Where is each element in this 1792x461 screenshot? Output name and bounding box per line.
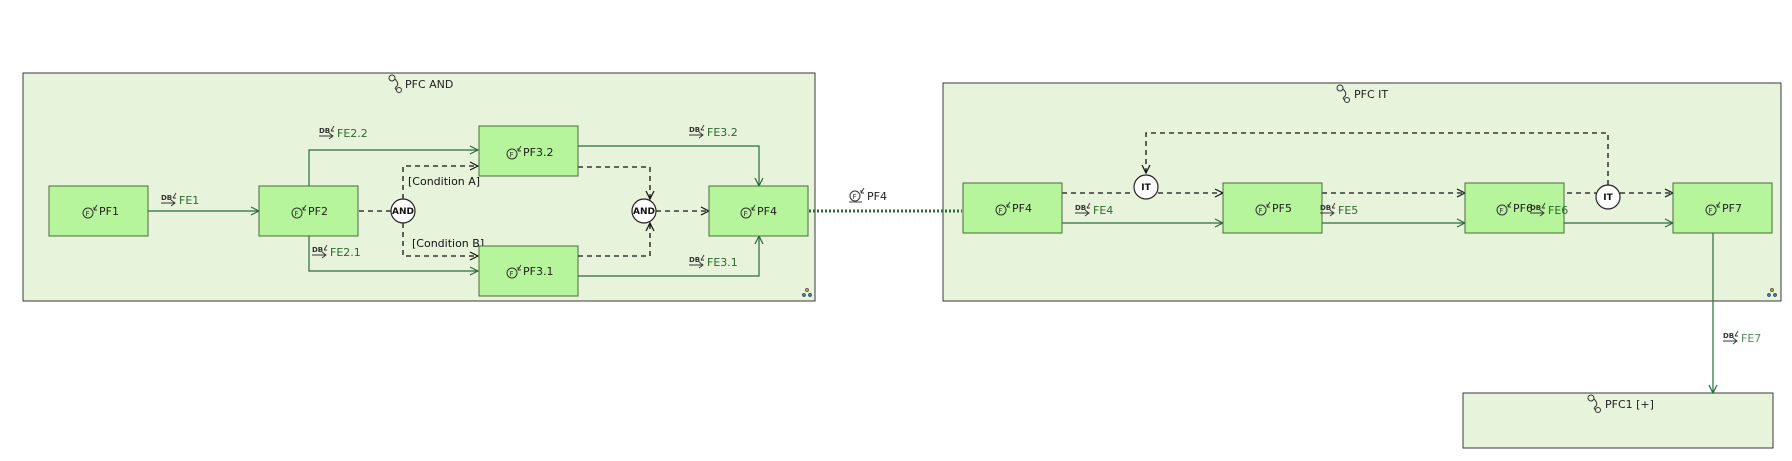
- function-pf7[interactable]: PF7: [1672, 182, 1773, 234]
- function-label: PF4: [757, 205, 777, 218]
- function-label: PF5: [1272, 202, 1292, 215]
- exchange-text: FE5: [1338, 204, 1358, 217]
- seq-link-iteration-loop[interactable]: [1146, 132, 1609, 185]
- exchange-text: FE2.2: [337, 127, 368, 140]
- container-pfc-it[interactable]: PFC IT: [942, 82, 1782, 302]
- exchange-text: FE3.2: [707, 126, 738, 139]
- condition-a-label: [Condition A]: [408, 175, 480, 188]
- flow-fe2-2[interactable]: [308, 150, 478, 186]
- function-label: PF3.1: [523, 265, 553, 278]
- function-pf4[interactable]: PF4: [962, 182, 1063, 234]
- function-pf1[interactable]: PF1: [48, 185, 149, 237]
- exchange-icon: [1722, 330, 1739, 345]
- gate-label: AND: [633, 207, 655, 217]
- function-label: PF6: [1513, 202, 1533, 215]
- container-pfc1-collapsed[interactable]: PFC1 [+]: [1462, 392, 1774, 449]
- function-icon: [849, 187, 865, 202]
- function-pf2[interactable]: PF2: [258, 185, 359, 237]
- condition-b-label: [Condition B]: [412, 237, 484, 250]
- function-label: PF4: [1012, 202, 1032, 215]
- container-title: PFC1 [+]: [1605, 398, 1654, 411]
- iterate-start-gate[interactable]: IT: [1133, 174, 1159, 200]
- exchange-label-fe2-2: FE2.2: [318, 125, 368, 140]
- seq-link-condition-a[interactable]: [402, 166, 478, 199]
- container-title: PFC AND: [405, 78, 453, 91]
- and-split-gate[interactable]: AND: [390, 198, 416, 224]
- function-label: PF2: [308, 205, 328, 218]
- flow-fe3-1[interactable]: [578, 236, 759, 277]
- function-label: PF3.2: [523, 146, 553, 159]
- exchange-text: FE2.1: [330, 246, 361, 259]
- container-title: PFC IT: [1354, 88, 1388, 101]
- flow-fe3-2[interactable]: [578, 145, 759, 186]
- container-pfc-and[interactable]: PFC AND: [22, 72, 816, 302]
- iterate-end-gate[interactable]: IT: [1595, 184, 1621, 210]
- gate-label: IT: [1141, 183, 1151, 193]
- exchange-label-fe6: FE6: [1529, 202, 1568, 217]
- seq-link-condition-b[interactable]: [402, 223, 478, 256]
- exchange-label-fe2-1: FE2.1: [311, 244, 361, 259]
- exchange-text: FE4: [1093, 204, 1113, 217]
- exchange-label-fe5: FE5: [1319, 202, 1358, 217]
- exchange-label-fe3-1: FE3.1: [688, 254, 738, 269]
- exchange-text: FE3.1: [707, 256, 738, 269]
- function-pf6[interactable]: PF6: [1464, 182, 1565, 234]
- function-pf5[interactable]: PF5: [1222, 182, 1323, 234]
- exchange-flows-and: [148, 145, 759, 277]
- gate-label: IT: [1603, 193, 1613, 203]
- exchange-text: FE6: [1548, 204, 1568, 217]
- exchange-text: FE7: [1741, 332, 1761, 345]
- function-label: PF1: [99, 205, 119, 218]
- and-join-gate[interactable]: AND: [631, 198, 657, 224]
- exchange-label-fe1: FE1: [160, 192, 199, 207]
- gate-label: AND: [392, 207, 414, 217]
- flow-fe2-1[interactable]: [308, 236, 478, 271]
- function-label: PF7: [1722, 202, 1742, 215]
- sequence-links-and: [359, 166, 709, 256]
- seq-link[interactable]: [578, 166, 650, 199]
- function-pf3-1[interactable]: PF3.1: [478, 245, 579, 297]
- link-label: PF4: [867, 190, 887, 203]
- exchange-label-fe3-2: FE3.2: [688, 124, 738, 139]
- seq-link[interactable]: [578, 223, 650, 257]
- exchange-label-fe7: FE7: [1722, 330, 1761, 345]
- function-pf4[interactable]: PF4: [708, 185, 809, 237]
- function-pf3-2[interactable]: PF3.2: [478, 125, 579, 177]
- exchange-label-fe4: FE4: [1074, 202, 1113, 217]
- exchange-text: FE1: [179, 194, 199, 207]
